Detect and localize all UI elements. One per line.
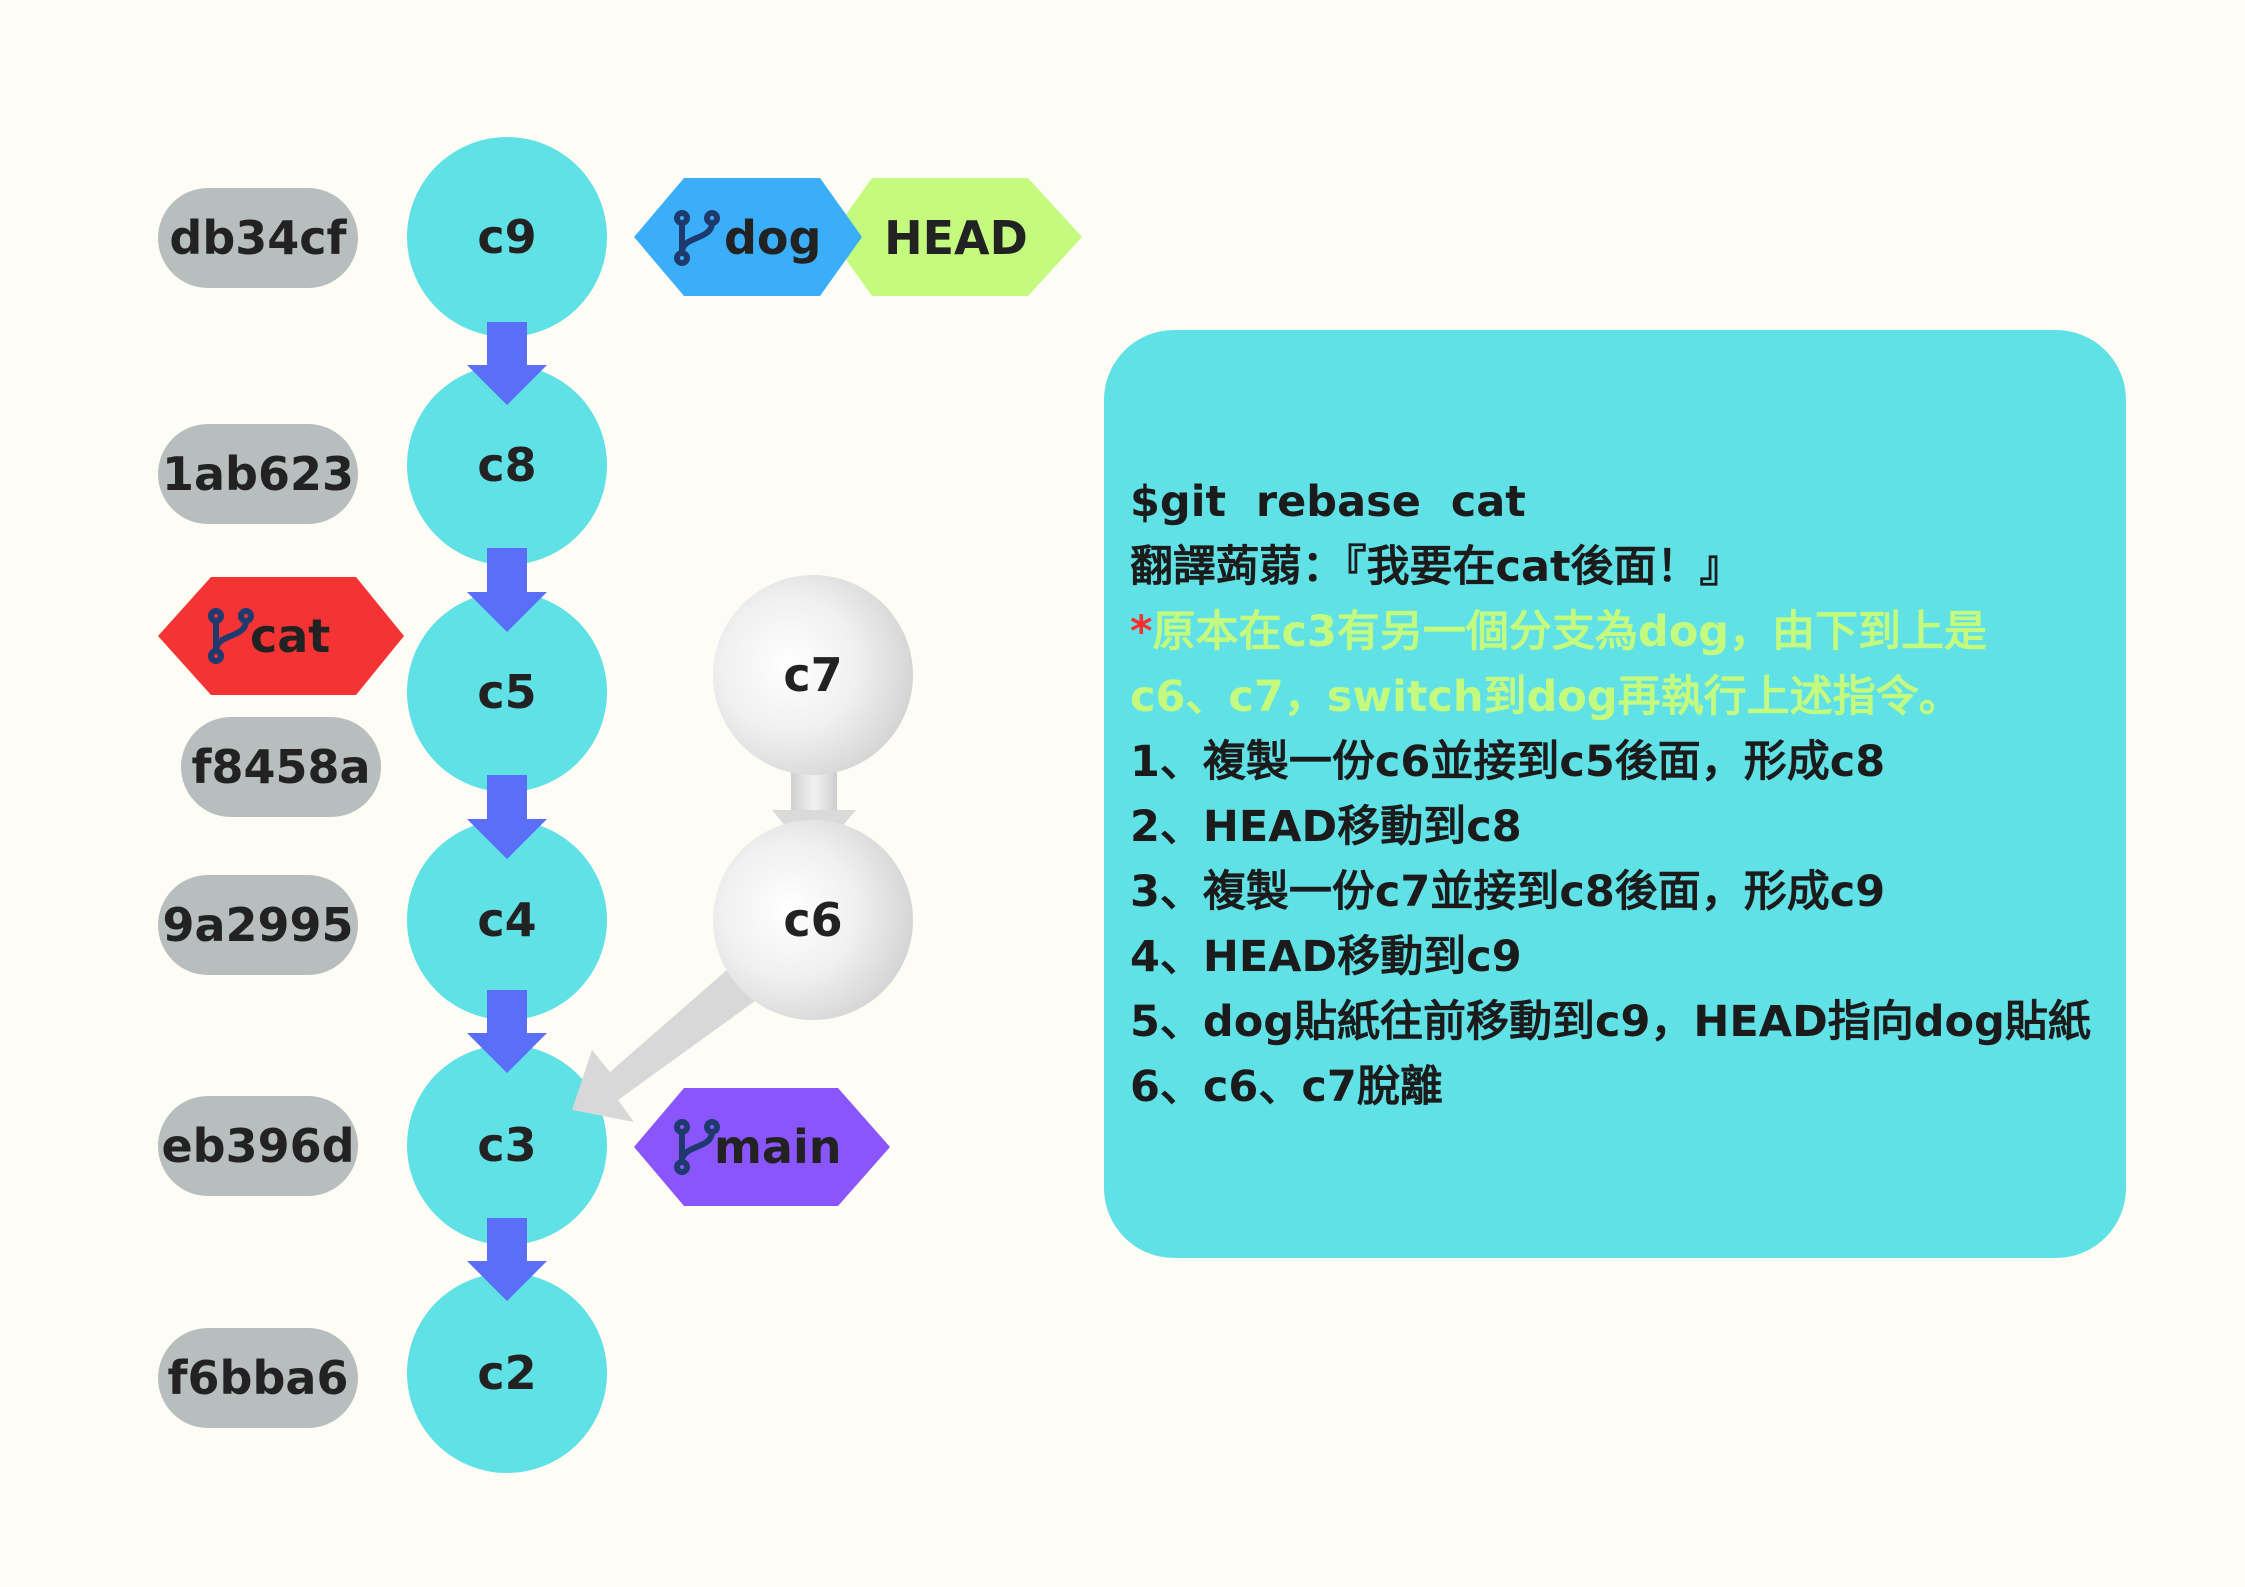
note-line-1: *原本在c3有另一個分支為dog，由下到上是 [1130,600,2112,665]
hash-text-c3: eb396d [161,1119,354,1173]
head-tag[interactable]: HEAD [830,178,1082,296]
commit-label-c7: c7 [783,648,842,702]
step-2: 2、HEAD移動到c8 [1130,802,1522,852]
commit-label-c3: c3 [477,1118,536,1172]
branch-tag-dog[interactable]: dog [634,178,862,296]
commit-node-c4[interactable] [407,820,607,1020]
arrow-c8-c5 [467,548,547,632]
hash-pills [158,188,381,1428]
commit-labels: c9 c8 c5 c4 c3 c2 c7 c6 [477,210,842,1400]
head-tag-shape [830,178,1082,296]
commit-label-c5: c5 [477,665,536,719]
git-branch-icon [208,608,254,664]
step-4: 4、HEAD移動到c9 [1130,932,1522,982]
git-branch-icon [674,210,720,266]
branch-tag-cat[interactable]: cat [158,577,404,695]
branch-tag-dog-shape [634,178,862,296]
commit-chain [407,137,607,1473]
commit-node-c2[interactable] [407,1273,607,1473]
hash-pill-c2 [158,1328,358,1428]
commit-node-c9[interactable] [407,137,607,337]
note-line-1-text: 原本在c3有另一個分支為dog，由下到上是 [1152,607,1988,657]
arrow-c3-c2 [467,1218,547,1301]
branch-tag-dog-label: dog [724,211,821,265]
hash-texts: db34cf 1ab623 f8458a 9a2995 eb396d f6bba… [161,211,370,1405]
hash-pill-c3 [158,1096,358,1196]
hash-pill-c4 [158,875,358,975]
commit-label-c2: c2 [477,1346,536,1400]
hash-text-c5: f8458a [191,740,370,794]
branch-tag-main-shape [634,1088,890,1206]
step-5: 5、dog貼紙往前移動到c9，HEAD指向dog貼紙 [1130,997,2091,1047]
head-tag-label: HEAD [884,211,1028,265]
hash-pill-c5 [181,717,381,817]
hash-text-c9: db34cf [169,211,347,265]
commit-label-c8: c8 [477,438,536,492]
arrow-c6-c3 [572,962,762,1122]
detached-branch [572,575,913,1122]
commit-node-c7[interactable] [713,575,913,775]
branch-tag-main[interactable]: main [634,1088,890,1206]
parent-arrows [467,322,547,1301]
commit-label-c4: c4 [477,893,536,947]
commit-label-c6: c6 [783,893,842,947]
commit-node-c8[interactable] [407,365,607,565]
arrow-c4-c3 [467,990,547,1073]
hash-pill-c9 [158,188,358,288]
translation-text: 翻譯蒟蒻：『我要在cat後面！』 [1130,542,1743,592]
info-panel: $git rebase cat 翻譯蒟蒻：『我要在cat後面！』 *原本在c3有… [1104,330,2126,1258]
hash-text-c4: 9a2995 [162,898,353,952]
arrow-c5-c4 [467,775,547,859]
note-star: * [1130,607,1153,657]
step-6: 6、c6、c7脫離 [1130,1062,1443,1112]
command-text: $git rebase cat [1130,477,1526,527]
commit-node-c5[interactable] [407,592,607,792]
note-line-2: c6、c7，switch到dog再執行上述指令。 [1130,672,1962,722]
step-3: 3、複製一份c7並接到c8後面，形成c9 [1130,867,1886,917]
commit-label-c9: c9 [477,210,536,264]
branch-tag-main-label: main [714,1120,842,1174]
hash-pill-c8 [158,424,358,524]
step-1: 1、複製一份c6並接到c5後面，形成c8 [1130,737,1886,787]
arrow-c9-c8 [467,322,547,405]
commit-node-c6[interactable] [713,820,913,1020]
branch-tag-cat-shape [158,577,404,695]
git-branch-icon [674,1119,720,1175]
branch-tag-cat-label: cat [250,609,330,663]
hash-text-c8: 1ab623 [162,447,354,501]
hash-text-c2: f6bba6 [168,1351,349,1405]
commit-node-c3[interactable] [407,1045,607,1245]
